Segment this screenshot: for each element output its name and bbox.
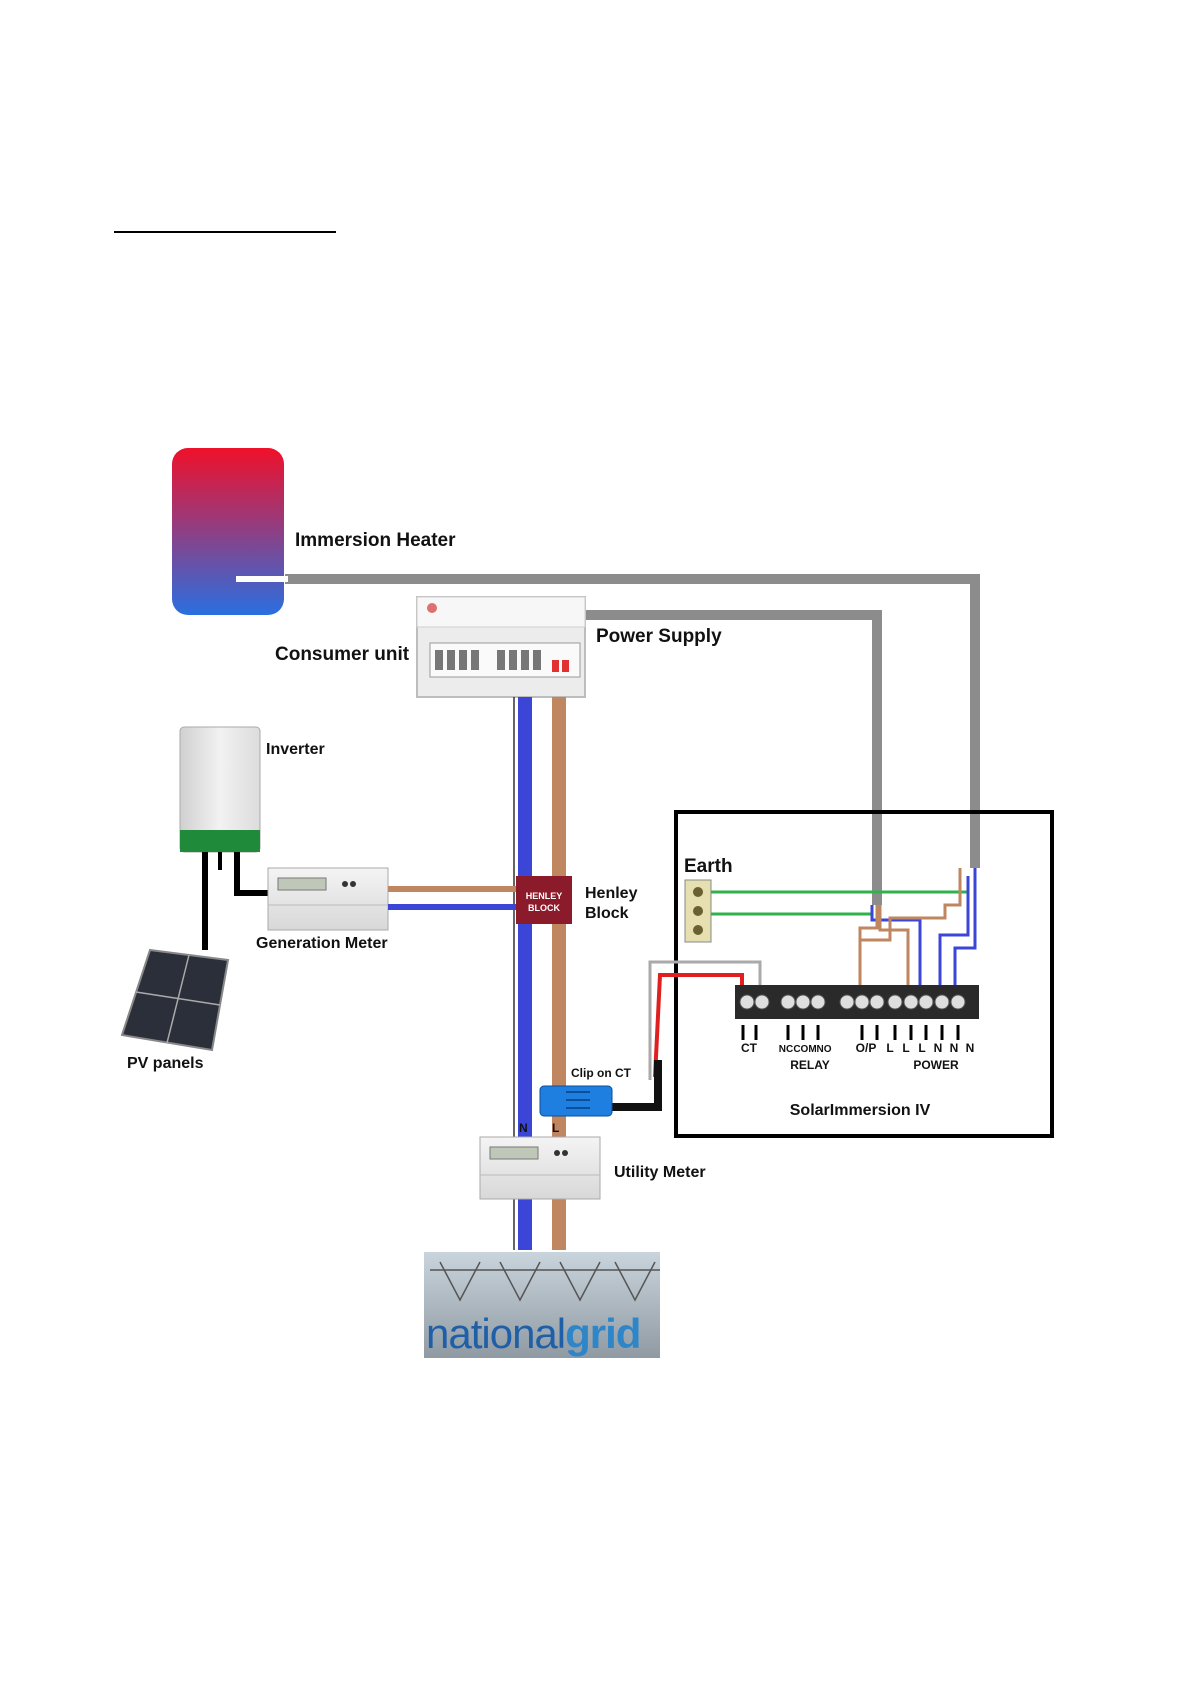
terminal-power-l3: L [918, 1041, 925, 1055]
terminal-relay-no: NO [817, 1044, 832, 1055]
terminal-power-n1: N [934, 1041, 943, 1055]
immersion-heater-element [236, 576, 288, 582]
earth-wire-2 [711, 905, 872, 914]
device-name-label: SolarImmersion IV [790, 1102, 931, 1119]
terminal-power-n2: N [950, 1041, 959, 1055]
terminal-relay-nc: NC [779, 1044, 793, 1055]
terminal-ct-label: CT [741, 1041, 758, 1055]
terminal-power-n3: N [966, 1041, 975, 1055]
henley-label-1: Henley [585, 885, 638, 902]
consumer-unit-label: Consumer unit [275, 644, 410, 665]
generation-meter [268, 868, 388, 930]
henley-box-text-2: BLOCK [528, 903, 560, 913]
ct-red-wire [655, 975, 742, 1077]
terminal-relay-com: COM [793, 1044, 816, 1055]
earth-wire-1 [711, 876, 968, 892]
henley-label-2: Block [585, 905, 629, 922]
generation-meter-label: Generation Meter [256, 935, 388, 952]
national-grid-image: nationalgrid [424, 1252, 660, 1358]
power-label: POWER [913, 1058, 959, 1072]
earth-label: Earth [684, 856, 733, 877]
terminal-power-l2: L [902, 1041, 909, 1055]
clip-on-ct [540, 1086, 612, 1116]
inverter-label: Inverter [266, 741, 325, 758]
immersion-heater-tank [172, 448, 284, 615]
logo-part-grid: grid [565, 1310, 640, 1357]
heater-cable [285, 579, 975, 868]
terminal-power-l1: L [886, 1041, 893, 1055]
inverter [180, 727, 260, 870]
neutral-marker: N [519, 1121, 528, 1135]
immersion-heater-label: Immersion Heater [295, 530, 456, 551]
henley-box-text-1: HENLEY [526, 891, 563, 901]
utility-meter-label: Utility Meter [614, 1164, 706, 1181]
pv-panels [122, 950, 228, 1050]
utility-meter [480, 1137, 600, 1199]
earth-terminal [685, 880, 711, 942]
live-marker: L [552, 1121, 559, 1135]
relay-label: RELAY [790, 1058, 830, 1072]
power-supply-label: Power Supply [596, 626, 722, 647]
logo-part-national: national [426, 1310, 565, 1357]
consumer-unit [417, 597, 585, 697]
national-grid-logo: nationalgrid [426, 1310, 640, 1357]
pv-panels-label: PV panels [127, 1055, 204, 1072]
clip-on-ct-label: Clip on CT [571, 1066, 632, 1080]
terminal-block [735, 985, 979, 1019]
terminal-power-op: O/P [856, 1041, 877, 1055]
